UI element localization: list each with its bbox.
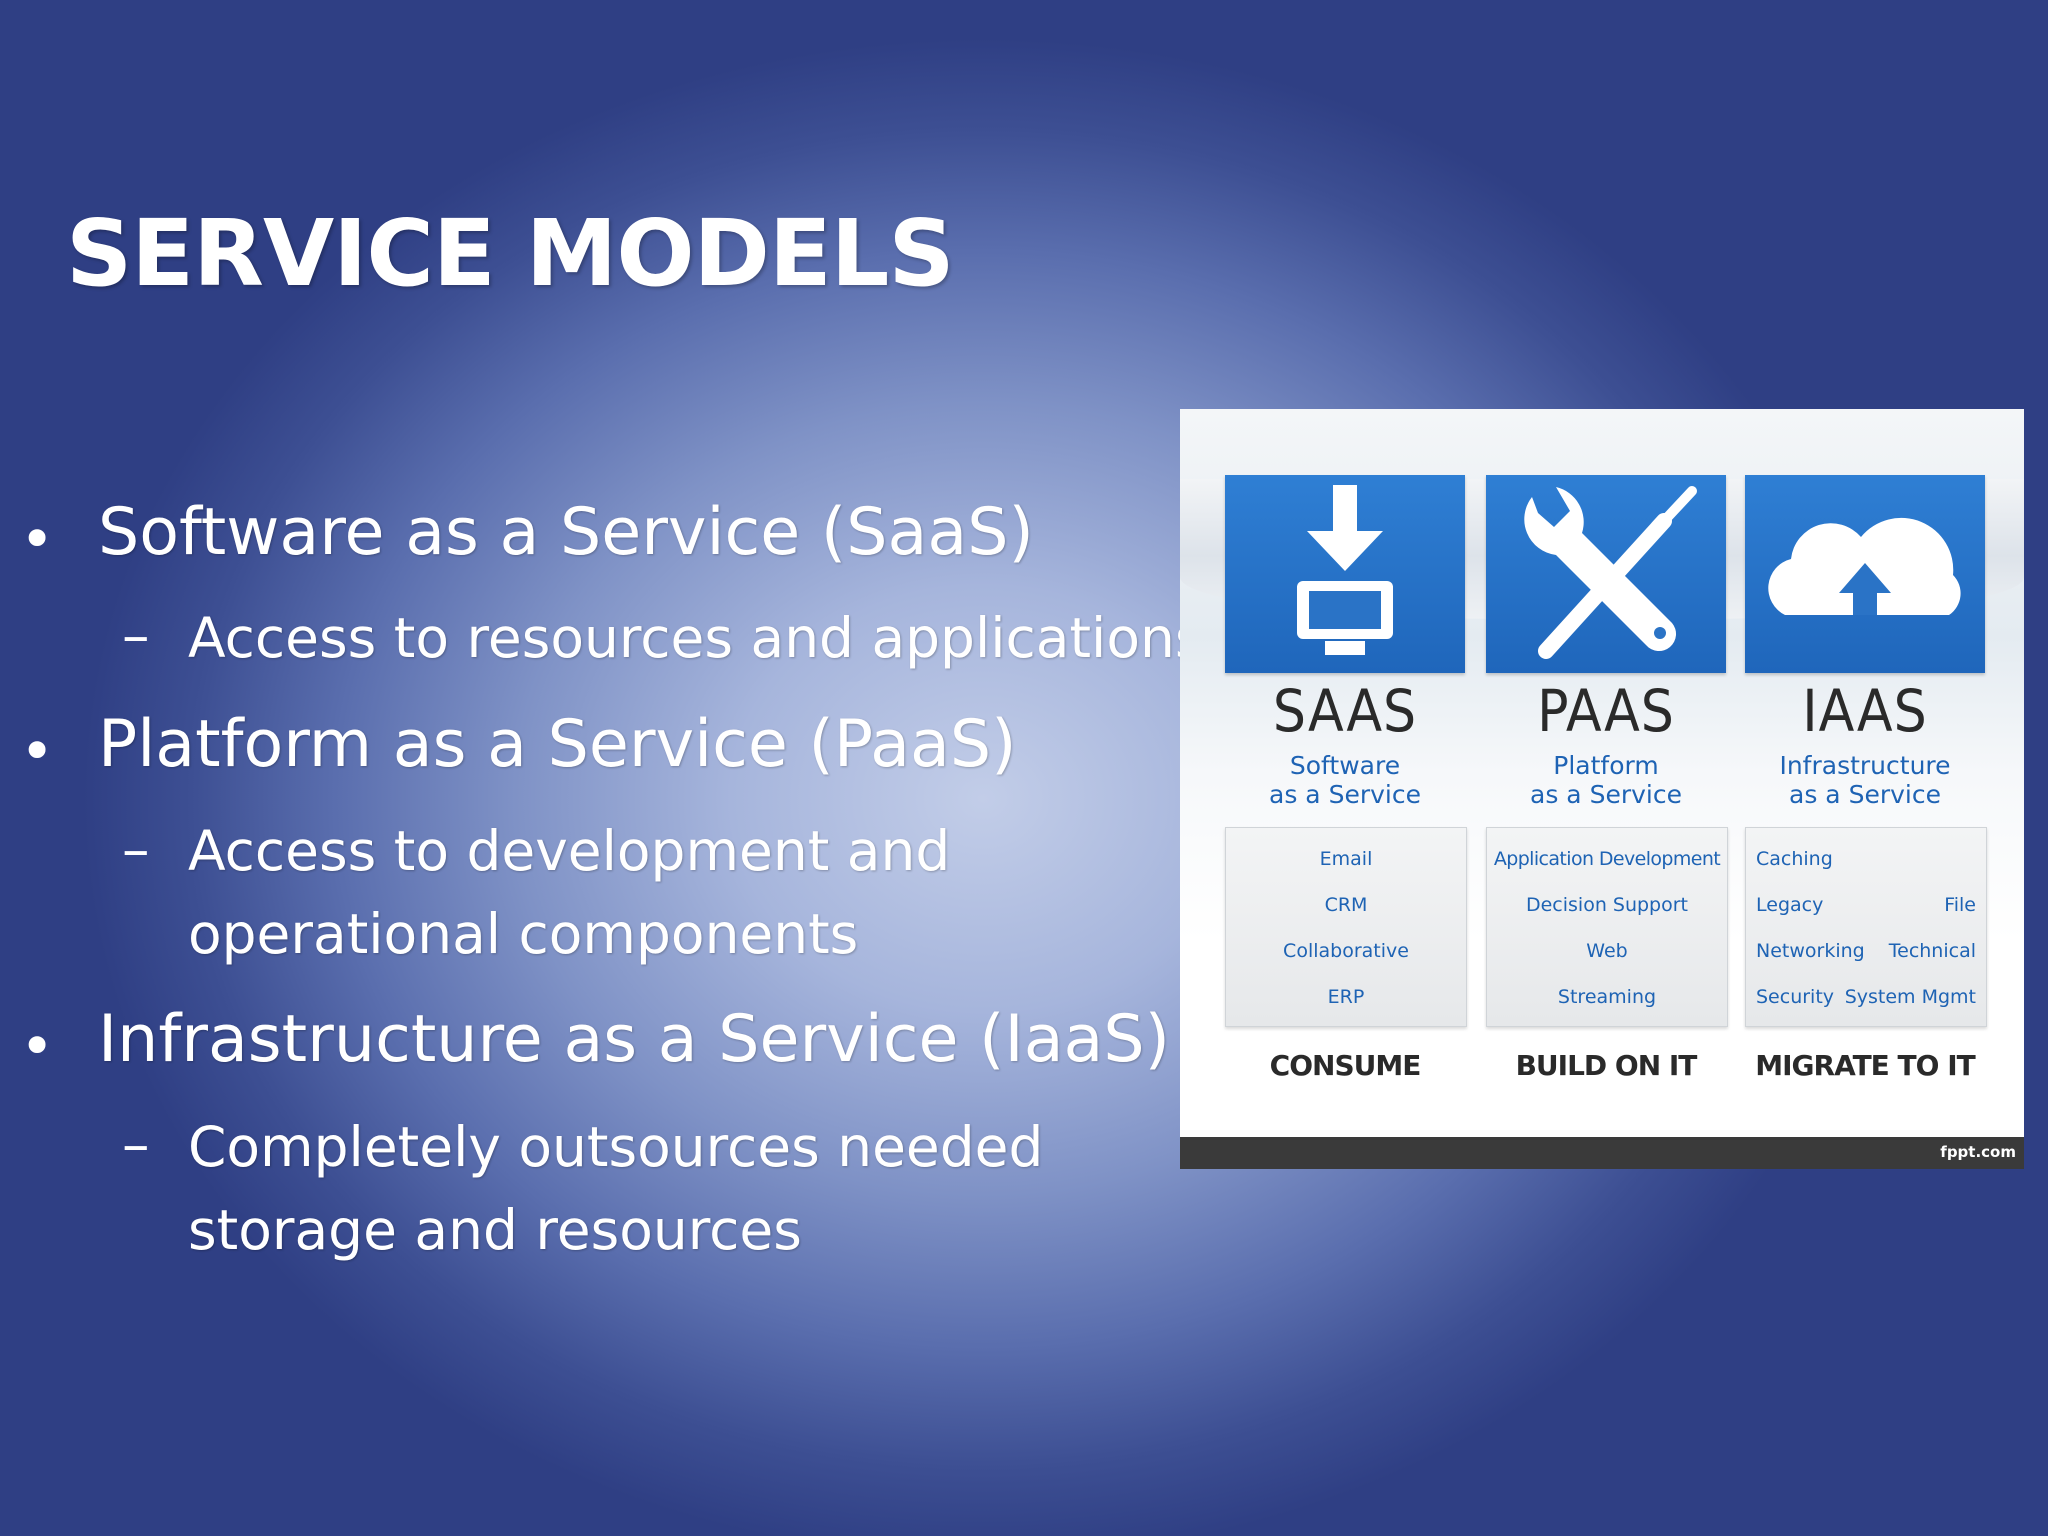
download-monitor-icon (1297, 485, 1393, 655)
sub-bullet-saas: Access to resources and applications (188, 606, 1204, 670)
list-item: Streaming (1557, 986, 1657, 1008)
sub-bullet-marker: – (122, 603, 150, 667)
list-item: Caching (1756, 848, 1833, 870)
iaas-name: Infrastructure as a Service (1735, 751, 1995, 809)
cloud-upload-icon (1768, 517, 1961, 615)
list-item: Application Development (1493, 848, 1721, 870)
paas-tile (1486, 475, 1726, 673)
saas-abbr: SAAS (1272, 677, 1418, 745)
iaas-tile (1745, 475, 1985, 673)
bullet-saas: Software as a Service (SaaS) (98, 495, 1034, 570)
sub-bullet-paas-line1: Access to development and (188, 819, 951, 883)
iaas-items-box: Caching Legacy File Networking Technical… (1745, 827, 1987, 1027)
sub-bullet-iaas-line1: Completely outsources needed (188, 1115, 1044, 1179)
list-item: Technical (1888, 940, 1976, 962)
saas-name-line2: as a Service (1269, 780, 1421, 809)
iaas-verb: MIGRATE TO IT (1755, 1049, 1975, 1082)
paas-name-line2: as a Service (1530, 780, 1682, 809)
list-item: Email (1319, 848, 1373, 870)
sub-bullet-paas-line2: operational components (188, 902, 859, 966)
paas-abbr: PAAS (1537, 677, 1675, 745)
iaas-name-line2: as a Service (1789, 780, 1941, 809)
bullet-paas: Platform as a Service (PaaS) (98, 707, 1017, 782)
slide-title: SERVICE MODELS (66, 200, 955, 307)
sub-bullet-marker: – (122, 1112, 150, 1176)
list-item: Collaborative (1283, 940, 1409, 962)
paas-items-box: Application Development Decision Support… (1486, 827, 1728, 1027)
saas-tile (1225, 475, 1465, 673)
saas-items-box: Email CRM Collaborative ERP (1225, 827, 1467, 1027)
list-item: Legacy (1756, 894, 1824, 916)
sub-bullet-marker: – (122, 817, 150, 881)
saas-name-line1: Software (1289, 751, 1401, 780)
list-item: File (1944, 894, 1976, 916)
list-item: System Mgmt (1844, 986, 1976, 1008)
list-item: Security (1756, 986, 1835, 1008)
list-item: Decision Support (1525, 894, 1689, 916)
paas-verb: BUILD ON IT (1515, 1049, 1698, 1082)
bullet-marker: • (20, 1012, 55, 1080)
paas-name-line1: Platform (1553, 751, 1659, 780)
saas-verb: CONSUME (1269, 1049, 1422, 1082)
bullet-iaas: Infrastructure as a Service (IaaS) (98, 1002, 1170, 1077)
bullet-marker: • (20, 717, 55, 785)
paas-name: Platform as a Service (1476, 751, 1736, 809)
iaas-name-line1: Infrastructure (1779, 751, 1951, 780)
figure-footer-bar: fppt.com (1180, 1137, 2024, 1169)
watermark-text: fppt.com (1940, 1143, 2016, 1161)
bullet-marker: • (20, 505, 55, 573)
list-item: CRM (1324, 894, 1368, 916)
sub-bullet-iaas-line2: storage and resources (188, 1198, 802, 1262)
service-models-figure: SAAS Software as a Service Email CRM Col… (1180, 409, 2024, 1169)
list-item: ERP (1327, 986, 1365, 1008)
saas-name: Software as a Service (1215, 751, 1475, 809)
iaas-abbr: IAAS (1802, 677, 1928, 745)
list-item: Web (1586, 940, 1628, 962)
list-item: Networking (1756, 940, 1865, 962)
wrench-screwdriver-icon (1524, 486, 1697, 659)
